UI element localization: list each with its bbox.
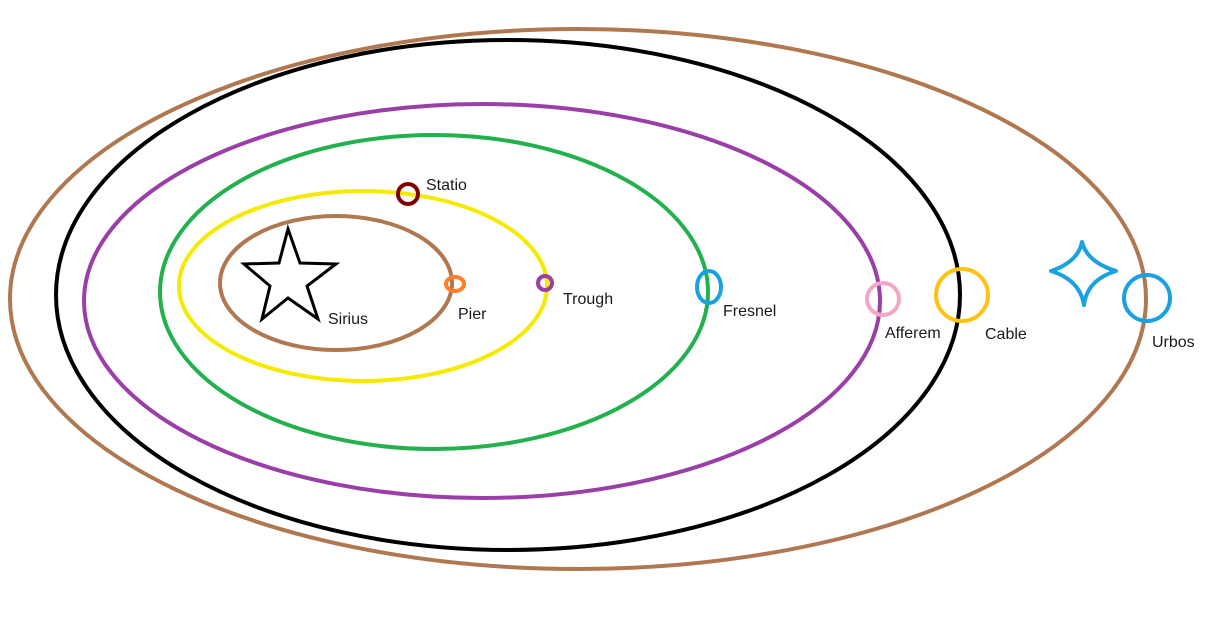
afferem-label: Afferem — [885, 325, 941, 342]
orbit-green — [158, 133, 710, 451]
statio-planet-icon — [396, 182, 420, 206]
orbit-sirius-inner — [218, 214, 454, 352]
orbit-yellow — [177, 189, 549, 383]
afferem-planet-icon — [865, 281, 901, 317]
cable-planet-icon — [934, 267, 990, 323]
orbit-outer-brown — [8, 27, 1148, 571]
fresnel-planet-icon — [695, 269, 723, 305]
urbos-planet-icon — [1122, 273, 1172, 323]
orbit-black — [54, 38, 962, 552]
orbit-purple — [82, 102, 882, 500]
pier-planet-icon — [444, 275, 466, 293]
four-point-star-icon — [1049, 240, 1118, 307]
fresnel-label: Fresnel — [723, 303, 776, 320]
sirius-star-icon — [240, 223, 341, 323]
trough-label: Trough — [563, 291, 613, 308]
sirius-label: Sirius — [328, 311, 368, 328]
urbos-label: Urbos — [1152, 334, 1195, 351]
cable-label: Cable — [985, 326, 1027, 343]
statio-label: Statio — [426, 177, 467, 194]
pier-label: Pier — [458, 306, 487, 323]
trough-planet-icon — [536, 274, 554, 292]
